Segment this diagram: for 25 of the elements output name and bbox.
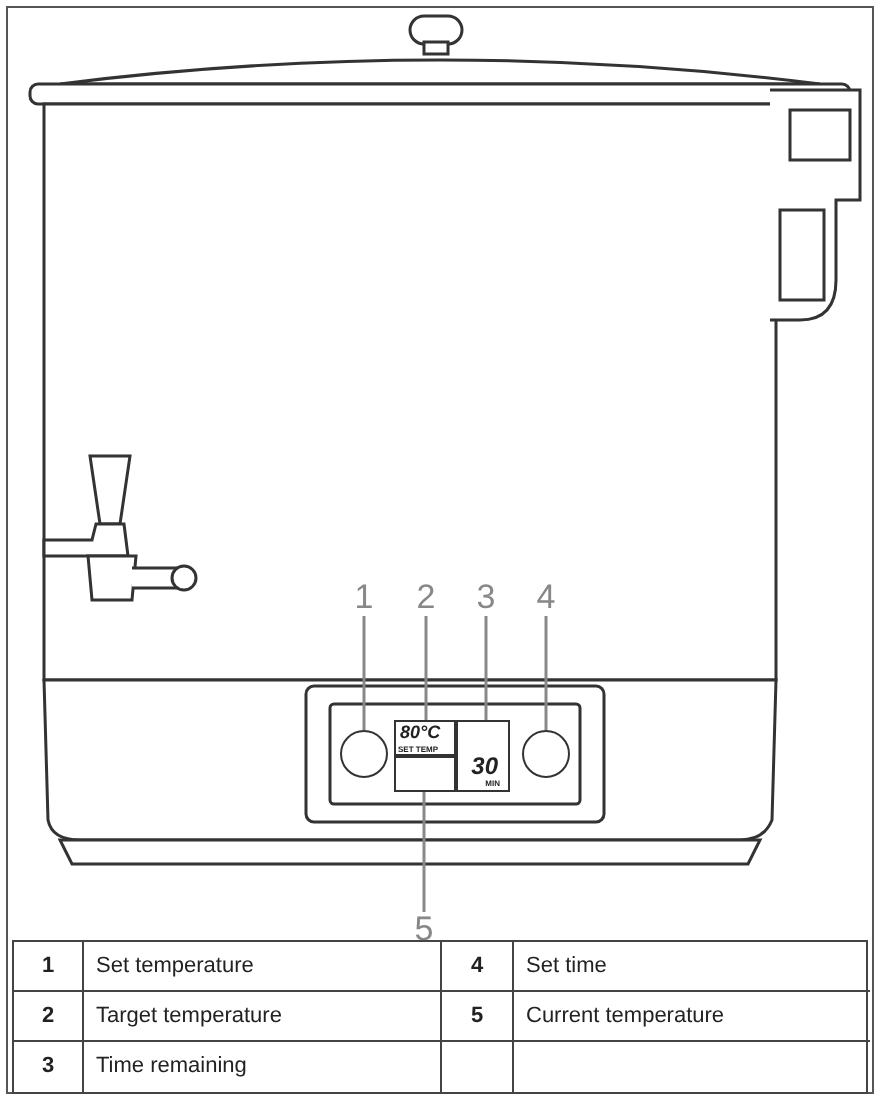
temperature-readout: 80°C xyxy=(400,724,441,742)
time-readout: 30 xyxy=(471,754,498,778)
temperature-display-segment xyxy=(394,720,456,756)
display-segment xyxy=(394,756,456,792)
callout-number: 5 xyxy=(412,912,436,948)
callout-number: 2 xyxy=(414,580,438,616)
part-description: Set temperature xyxy=(96,951,254,982)
part-description: Set time xyxy=(526,951,607,982)
part-description: Target temperature xyxy=(96,1001,282,1032)
time-display-segment xyxy=(456,720,510,792)
part-description: Current temperature xyxy=(526,1001,725,1032)
leader-line xyxy=(362,616,366,730)
callout-number: 4 xyxy=(534,580,558,616)
part-number: 2 xyxy=(41,1001,55,1032)
part-number: 4 xyxy=(470,951,484,982)
leader-line xyxy=(424,616,428,720)
callout-number: 1 xyxy=(352,580,376,616)
part-number: 5 xyxy=(470,1001,484,1032)
callout-number: 3 xyxy=(474,580,498,616)
leader-line xyxy=(484,616,488,720)
part-description: Time remaining xyxy=(96,1052,247,1083)
leader-line xyxy=(422,792,426,912)
leader-line xyxy=(544,616,548,730)
part-number: 1 xyxy=(41,951,55,982)
part-number: 3 xyxy=(41,1052,55,1083)
